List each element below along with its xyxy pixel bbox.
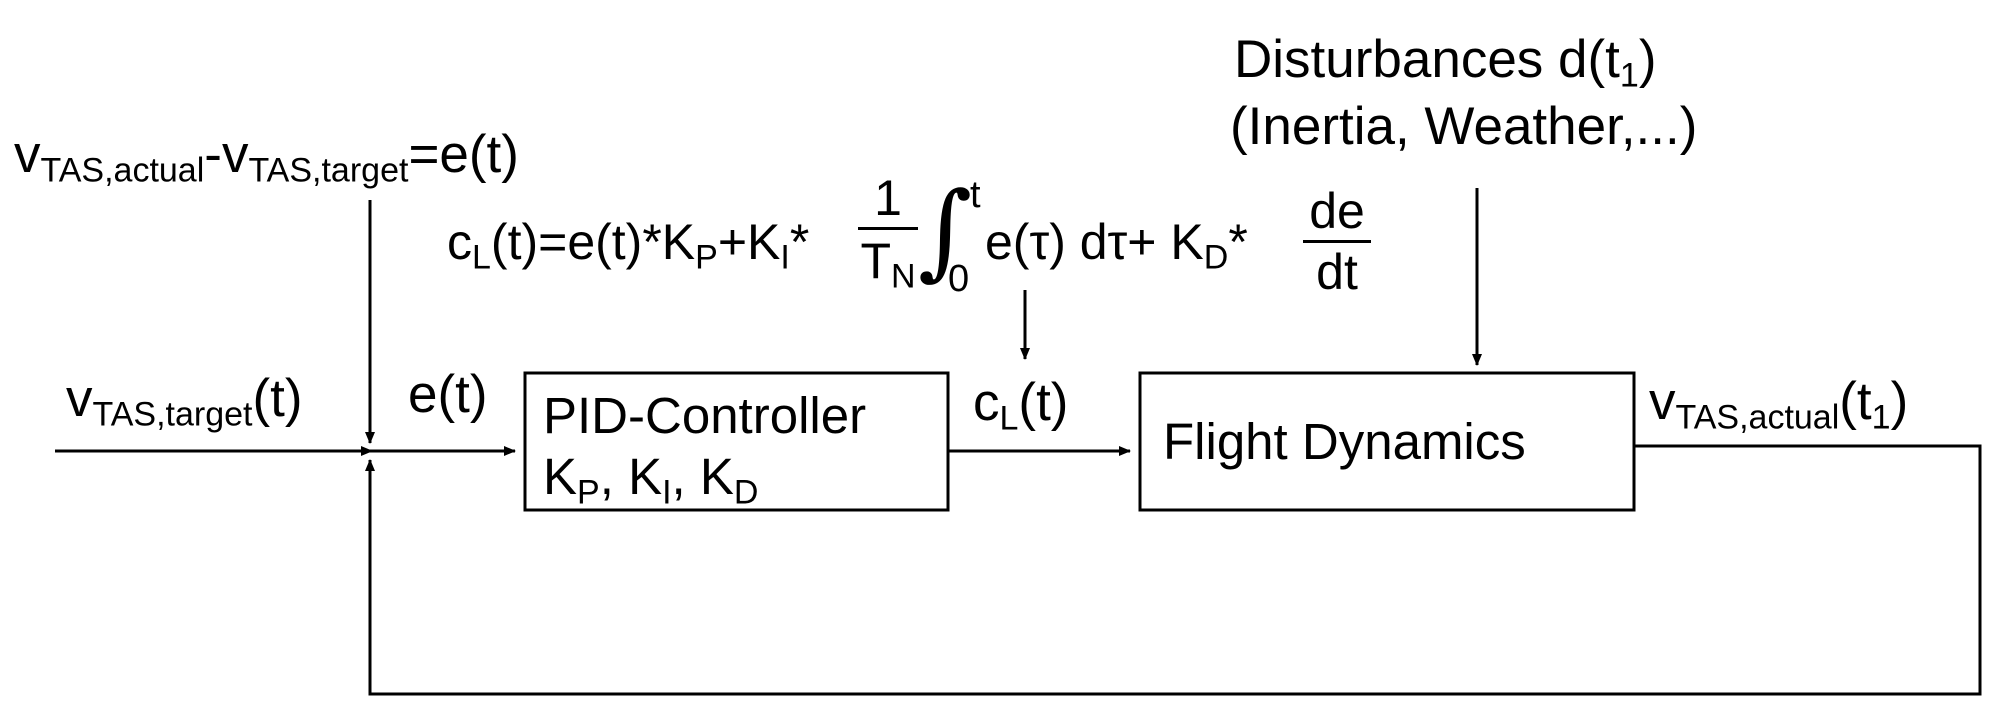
integral-upper-limit: t: [970, 174, 981, 216]
pid-controller-block: [523, 371, 950, 512]
control-signal-label: cL(t): [973, 373, 1069, 438]
disturbance-line-2: (Inertia, Weather,...): [1230, 97, 1698, 156]
control-law-lhs: cL(t)=e(t)*KP+KI*: [447, 214, 810, 277]
fraction-numerator: 1: [858, 173, 918, 230]
derivative-numerator: de: [1303, 186, 1371, 243]
flight-dynamics-block: [1138, 371, 1636, 512]
error-equation: vTAS,actual-vTAS,target=e(t): [14, 125, 519, 190]
output-label: vTAS,actual(t1): [1649, 372, 1909, 437]
derivative-fraction: de dt: [1303, 186, 1371, 297]
plant-title: Flight Dynamics: [1163, 413, 1526, 470]
feedback-path: [368, 444, 1982, 696]
controller-title: PID-Controller: [543, 387, 867, 444]
derivative-denominator: dt: [1316, 244, 1358, 300]
controller-gains: KP, KI, KD: [543, 448, 759, 512]
integral-lower-limit: 0: [948, 258, 970, 300]
control-law-integrand: e(τ) dτ+ KD*: [985, 214, 1248, 277]
control-law-fraction: 1 TN: [858, 173, 918, 294]
fraction-denominator: TN: [860, 233, 916, 296]
integral-sign: ∫: [918, 169, 973, 291]
disturbance-line-1: Disturbances d(t1): [1234, 30, 1657, 95]
error-signal-label: e(t): [408, 365, 488, 424]
input-label: vTAS,target(t): [66, 369, 303, 434]
